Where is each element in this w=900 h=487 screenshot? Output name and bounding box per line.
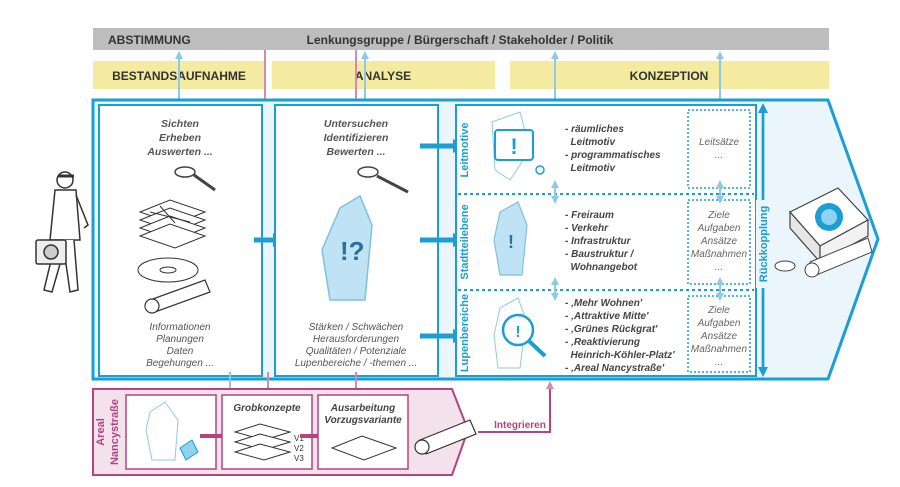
cd-icon (137, 257, 199, 283)
bestand-verb-2: Erheben (159, 132, 201, 144)
stadtteil-box-line-2: Aufgaben (697, 223, 741, 234)
stadtteil-map-icon: ! (493, 201, 528, 276)
stadtteil-bullet-2: - Verkehr (565, 223, 609, 234)
version-1: V1 (294, 434, 304, 443)
bestand-item-3: Daten (167, 346, 194, 357)
feedback-label: Rückkopplung (758, 206, 770, 282)
analyse-verb-3: Bewerten ... (327, 146, 386, 158)
bestand-verb-3: Auswerten ... (146, 146, 212, 158)
plan-roll-icon (144, 279, 211, 314)
stadtteil-bullet-1: - Freiraum (565, 210, 614, 221)
stadtteil-bullet-5: Wohnangebot (565, 262, 638, 273)
bestand-item-2: Planungen (156, 334, 204, 345)
row-label-stadtteilebene: Stadtteilebene (459, 204, 471, 279)
areal-map-panel (125, 394, 217, 470)
version-2: V2 (294, 444, 304, 453)
abstimmung-bar (93, 28, 829, 50)
map-stack-icon (138, 199, 207, 249)
ausarbeitung-label-2: Vorzugsvariante (324, 415, 402, 426)
leitmotiv-bullet-2: Leitmotiv (565, 137, 616, 148)
walking-person-icon (35, 171, 89, 293)
svg-text:!: ! (508, 232, 514, 252)
leitsaetze-ellipsis: ... (715, 150, 723, 161)
version-3: V3 (294, 454, 304, 463)
lupen-bullet-5: Heinrich-Köhler-Platz' (565, 350, 675, 361)
lupen-ziele-box (687, 295, 751, 373)
integrieren-arrow (478, 381, 554, 433)
areal-label-1: Areal (95, 418, 107, 446)
analysis-map-icon: !? (321, 194, 373, 301)
areal-map-icon (145, 401, 199, 461)
leitsaetze-label: Leitsätze (699, 137, 739, 148)
lupen-bullet-6: - ‚Areal Nancystraße' (565, 363, 665, 374)
stakeholder-label: Lenkungsgruppe / Bürgerschaft / Stakehol… (307, 33, 614, 47)
lupen-box-line-5: ... (715, 357, 723, 368)
version-stack-icon (233, 423, 292, 461)
final-sheet-icon (330, 435, 398, 461)
lupen-box-line-4: Maßnahmen (691, 344, 748, 355)
analyse-verb-2: Identifizieren (324, 132, 389, 144)
leitmotiv-bullet-1: - räumliches (565, 124, 624, 135)
analyse-item-4: Lupenbereiche / -themen ... (295, 358, 417, 369)
phase-analyse-label: ANALYSE (355, 69, 411, 83)
bestand-verb-1: Sichten (161, 118, 199, 130)
svg-text:!: ! (515, 324, 520, 341)
magnifier-icon (174, 166, 216, 192)
integrieren-label: Integrieren (494, 420, 546, 431)
lupen-bullet-1: - ‚Mehr Wohnen' (565, 298, 643, 309)
stadtteil-box-line-3: Ansätze (700, 236, 738, 247)
leitmotiv-bullet-3: - programmatisches (565, 150, 661, 161)
lupen-box-line-2: Aufgaben (697, 318, 741, 329)
grobkonzepte-label: Grobkonzepte (233, 403, 301, 414)
areal-plan-roll-icon (414, 419, 477, 455)
stadtteil-bullet-4: - Baustruktur / (565, 249, 635, 260)
lupen-box-line-3: Ansätze (700, 331, 738, 342)
analyse-item-1: Stärken / Schwächen (309, 322, 404, 333)
bestand-item-4: Begehungen ... (146, 358, 214, 369)
analyse-item-3: Qualitäten / Potenziale (306, 346, 407, 357)
stadtteil-ziele-box (687, 199, 751, 285)
analyse-item-2: Herausforderungen (313, 334, 400, 345)
lupen-box-line-1: Ziele (707, 305, 730, 316)
stadtteil-bullet-3: - Infrastruktur (565, 236, 632, 247)
row-label-lupenbereiche: Lupenbereiche (459, 294, 471, 372)
lupen-bullet-3: - ‚Grünes Rückgrat' (565, 324, 658, 335)
lupen-magnifier-icon: ! (493, 297, 547, 369)
lupen-bullet-4: - ‚Reaktivierung (565, 337, 640, 348)
leitmotive-exclamation-icon: ! (491, 111, 545, 181)
svg-text:!: ! (510, 134, 517, 159)
phase-analyse (272, 61, 495, 89)
konzeption-sync-arrows (551, 180, 724, 301)
lupen-bullet-2: - ‚Attraktive Mitte' (565, 311, 649, 322)
stadtteil-box-line-1: Ziele (707, 210, 730, 221)
leitsaetze-box (687, 109, 751, 189)
abstimmung-label: ABSTIMMUNG (108, 33, 191, 47)
phase-konzeption (510, 61, 829, 89)
stadtteil-box-line-5: ... (715, 262, 723, 273)
phase-konzeption-label: KONZEPTION (630, 69, 709, 83)
stadtteil-box-line-4: Maßnahmen (691, 249, 748, 260)
leitmotiv-bullet-4: Leitmotiv (565, 163, 616, 174)
ausarbeitung-label-1: Ausarbeitung (330, 403, 395, 414)
areal-label-2: Nancystraße (109, 399, 121, 465)
bestand-item-1: Informationen (149, 322, 211, 333)
row-label-leitmotive: Leitmotive (459, 122, 471, 177)
report-book-icon (774, 187, 873, 278)
magnifier-icon (357, 166, 409, 194)
svg-text:!?: !? (340, 236, 365, 266)
analyse-verb-1: Untersuchen (324, 118, 388, 130)
